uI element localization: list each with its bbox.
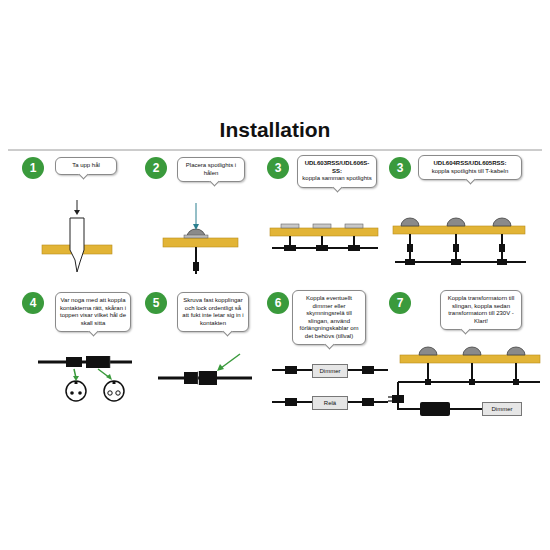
instruction-text: Ta upp hål — [59, 162, 113, 170]
instruction-text: Dimmer — [320, 368, 341, 374]
speech-bubble: Placera spotlights i hålen — [177, 157, 245, 182]
speech-bubble: UDL603RSS/UDL606S-SS:koppla samman spotl… — [297, 155, 377, 188]
step-number: 3 — [267, 157, 289, 179]
speech-bubble: Ta upp hål — [55, 157, 117, 175]
bubble-tail — [333, 182, 343, 192]
speech-bubble: Koppla eventuellt dimmer eller skymnings… — [292, 290, 366, 345]
panel-4-drawing — [38, 356, 132, 401]
panel-2-drawing — [163, 203, 238, 274]
speech-bubble: Skruva fast kopplingar och lock ordentli… — [177, 292, 249, 332]
device-box: Relä — [312, 396, 348, 410]
panel-3a-drawing — [270, 224, 378, 251]
instruction-text: Placera spotlights i hålen — [181, 162, 241, 177]
panel-5-drawing — [158, 354, 252, 385]
bubble-tail — [89, 327, 99, 337]
step-label: 3 — [275, 161, 282, 175]
instruction-text: Koppla eventuellt dimmer eller skymnings… — [296, 295, 362, 340]
bubble-tail — [210, 177, 220, 187]
speech-bubble: UDL604RSS/UDL605RSS:koppla spotlights ti… — [418, 155, 522, 180]
instruction-text: Dimmer — [492, 406, 513, 412]
step-label: 2 — [153, 161, 160, 175]
step-number: 6 — [267, 292, 289, 314]
instruction-text: Koppla transformatorn till slingan, kopp… — [444, 295, 518, 325]
step-number: 5 — [145, 292, 167, 314]
speech-bubble: Var noga med att koppla kontakterna rätt… — [55, 292, 131, 332]
bubble-tail — [325, 340, 335, 350]
step-number: 3 — [389, 157, 411, 179]
bubble-tail — [461, 325, 471, 335]
device-box: Dimmer — [482, 402, 522, 416]
instruction-text: koppla spotlights till T-kabeln — [422, 168, 518, 176]
step-label: 1 — [30, 161, 37, 175]
panel-1-drawing — [42, 200, 112, 272]
device-box: Dimmer — [312, 364, 348, 378]
step-label: 5 — [153, 296, 160, 310]
instruction-text: Relä — [324, 400, 336, 406]
step-label: 6 — [275, 296, 282, 310]
bubble-tail — [223, 327, 233, 337]
title-rule — [8, 150, 542, 151]
step-number: 2 — [145, 157, 167, 179]
instruction-text: Skruva fast kopplingar och lock ordentli… — [181, 297, 245, 327]
step-label: 4 — [30, 296, 37, 310]
bubble-tail — [466, 175, 476, 185]
panel-7-drawing — [388, 347, 540, 416]
step-label: 3 — [397, 161, 404, 175]
title: Installation — [0, 118, 550, 142]
instruction-text: Var noga med att koppla kontakterna rätt… — [59, 297, 127, 327]
panel-3b-drawing — [393, 218, 526, 265]
step-label: 7 — [397, 296, 404, 310]
panel-6-drawing — [272, 366, 388, 406]
bubble-tail — [79, 169, 89, 179]
step-number: 7 — [389, 292, 411, 314]
step-number: 1 — [22, 157, 44, 179]
speech-bubble: Koppla transformatorn till slingan, kopp… — [440, 290, 522, 330]
instruction-text: UDL604RSS/UDL605RSS: — [422, 160, 518, 168]
step-number: 4 — [22, 292, 44, 314]
instruction-text: UDL603RSS/UDL606S-SS: — [301, 160, 373, 175]
instruction-text: koppla samman spotlights — [301, 175, 373, 183]
